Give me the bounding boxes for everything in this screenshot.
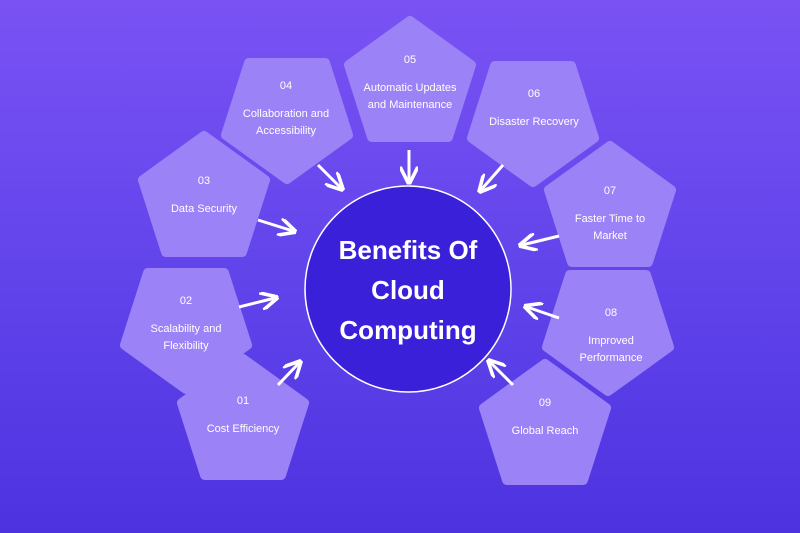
pentagon-09 (479, 359, 611, 485)
benefit-label: Data Security (170, 203, 238, 215)
benefit-node-09: 09 Global Reach (485, 395, 605, 440)
center-title-line-2: Cloud (371, 275, 445, 305)
arrow-06 (481, 164, 505, 190)
pentagon-08 (542, 270, 674, 396)
benefit-label: Flexibility (163, 340, 209, 352)
center-title-line-1: Benefits Of (338, 235, 478, 265)
benefit-number: 05 (403, 54, 417, 66)
benefit-node-06: 06 Disaster Recovery (474, 86, 594, 131)
benefit-label: Accessibility (256, 125, 316, 137)
benefit-node-01: 01 Cost Efficiency (183, 393, 303, 438)
arrow-03 (257, 220, 293, 231)
arrow-01 (276, 363, 299, 387)
benefit-label: Market (593, 230, 627, 242)
benefit-number: 02 (179, 295, 193, 307)
benefit-node-05: 05 Automatic Updates and Maintenance (350, 52, 470, 114)
benefit-label: Global Reach (511, 425, 579, 437)
pentagon-06 (467, 61, 599, 187)
benefit-label: Scalability and (150, 323, 222, 335)
arrow-09 (490, 362, 515, 387)
benefit-node-08: 08 Improved Performance (551, 305, 671, 367)
benefit-label: Automatic Updates (363, 82, 457, 94)
pentagon-07 (544, 141, 676, 267)
benefit-number: 01 (236, 395, 250, 407)
benefit-number: 04 (279, 80, 293, 92)
benefit-label: Cost Efficiency (206, 423, 280, 435)
benefit-label: Performance (579, 352, 643, 364)
pentagon-03 (138, 131, 270, 257)
arrow-08 (527, 307, 560, 318)
center-title: Benefits Of Cloud Computing (308, 230, 508, 350)
benefit-number: 07 (603, 185, 617, 197)
arrow-07 (522, 236, 560, 245)
benefit-label: and Maintenance (367, 99, 453, 111)
benefit-number: 03 (197, 175, 211, 187)
benefit-node-03: 03 Data Security (144, 173, 264, 218)
arrow-02 (238, 298, 275, 307)
arrow-04 (316, 163, 341, 188)
pentagon-05 (344, 16, 476, 142)
benefit-label: Improved (588, 335, 634, 347)
center-circle (304, 185, 512, 393)
benefit-node-07: 07 Faster Time to Market (550, 183, 670, 245)
pentagon-01 (177, 354, 309, 480)
pentagon-04 (221, 58, 353, 184)
benefit-label: Disaster Recovery (489, 116, 579, 128)
benefit-label: Collaboration and (242, 108, 330, 120)
benefit-number: 08 (604, 307, 618, 319)
benefit-label: Faster Time to (574, 213, 646, 225)
benefit-number: 09 (538, 397, 552, 409)
pentagon-02 (120, 268, 252, 394)
center-title-line-3: Computing (339, 315, 477, 345)
benefit-node-02: 02 Scalability and Flexibility (126, 293, 246, 355)
benefit-node-04: 04 Collaboration and Accessibility (226, 78, 346, 140)
benefit-number: 06 (527, 88, 541, 100)
